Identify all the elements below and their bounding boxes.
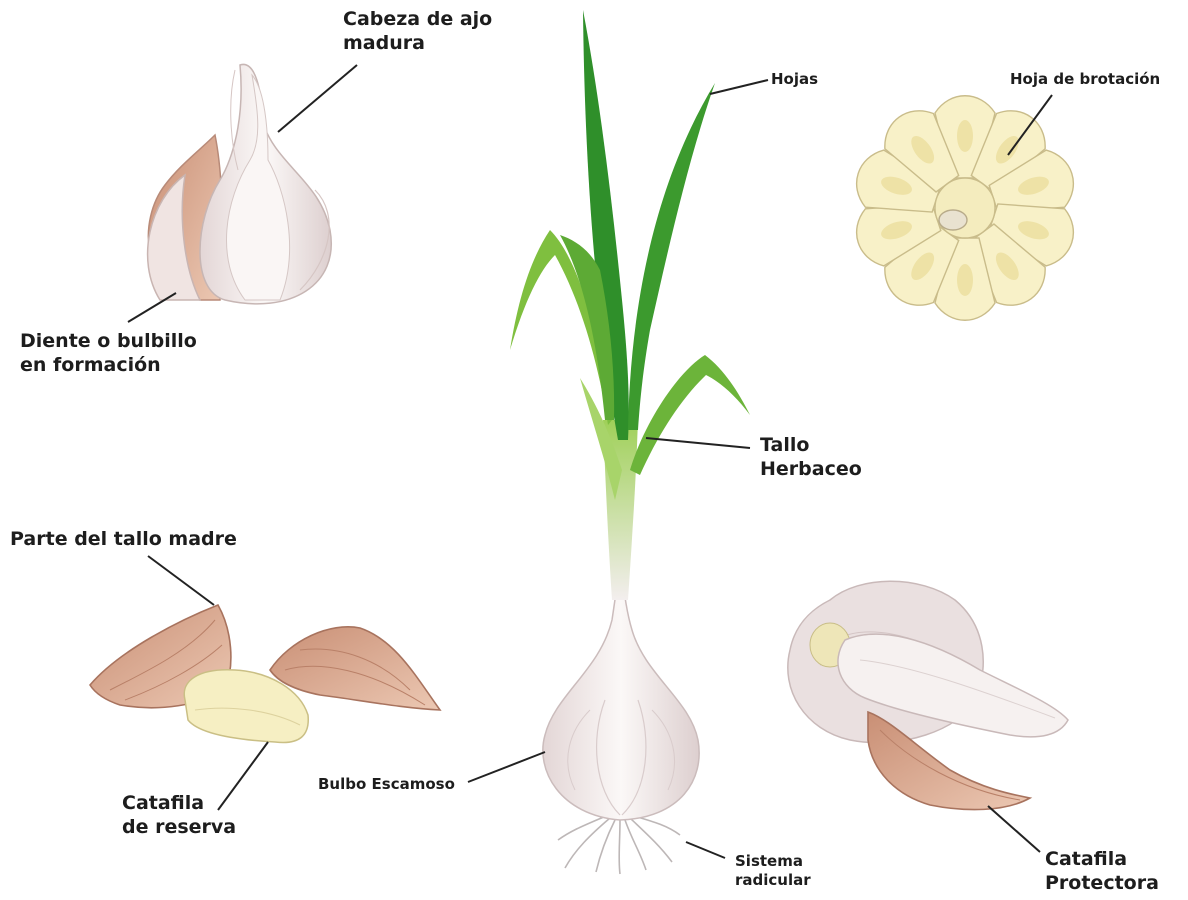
label-parte-del-tallo-madre: Parte del tallo madre [10,528,237,552]
label-hojas: Hojas [771,70,818,89]
protective-cataphyll-group [788,581,1068,809]
garlic-plant [510,10,750,874]
bulb-cross-section [849,96,1081,321]
label-bulbo-escamoso: Bulbo Escamoso [318,775,455,794]
mature-garlic-head [148,64,332,303]
leaf-right-lower [630,355,750,475]
label-hoja-de-brotacion: Hoja de brotación [1010,70,1160,89]
root-system [558,816,680,874]
garlic-cloves-group [90,605,440,743]
